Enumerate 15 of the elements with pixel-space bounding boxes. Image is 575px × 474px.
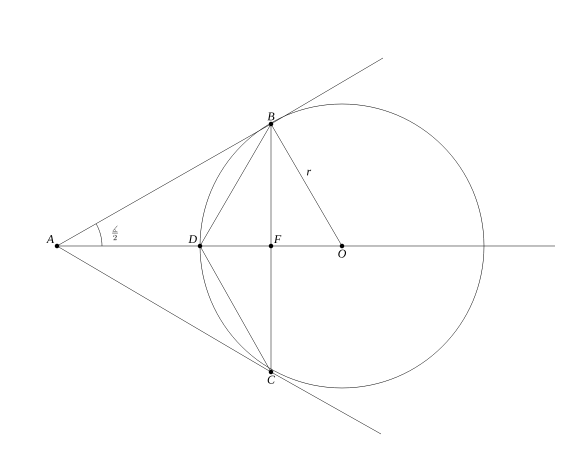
angle-label: $\frac{\measuredangle}{2}$ <box>112 226 118 240</box>
line-segment <box>200 246 272 372</box>
edge-label: r <box>306 170 312 176</box>
line-segment <box>56 124 272 246</box>
node-label: D <box>188 235 197 244</box>
line-segment <box>270 124 342 246</box>
node-label: C <box>268 376 276 384</box>
node-label: F <box>274 235 282 244</box>
node-label: A <box>46 235 54 244</box>
line-segment <box>56 246 272 372</box>
line-segment <box>200 124 272 246</box>
node-label: O <box>338 250 346 258</box>
line-segment <box>270 124 272 246</box>
line-segment <box>270 246 272 372</box>
node-label: B <box>267 112 274 120</box>
